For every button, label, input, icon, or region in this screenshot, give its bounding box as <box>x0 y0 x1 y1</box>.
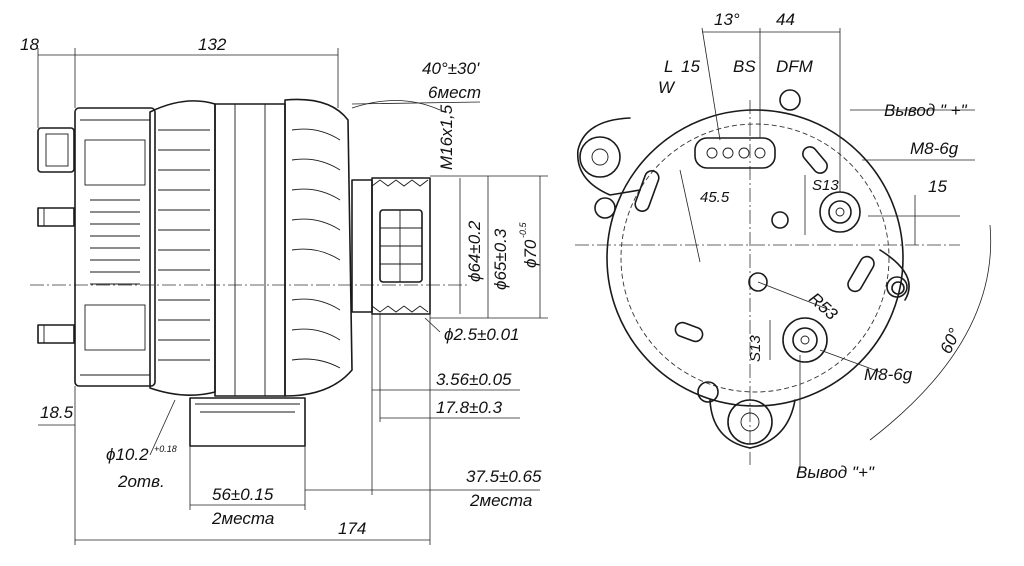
label-15-terminal: 15 <box>681 57 700 76</box>
dim-thread: M16x1,5 <box>437 104 456 170</box>
dim-37-5-note: 2места <box>469 491 532 510</box>
dim-17-8: 17.8±0.3 <box>436 398 503 417</box>
dim-d10-2: ϕ10.2 <box>106 445 149 464</box>
dim-d10-2-tolerance: +0.18 <box>154 444 177 454</box>
label-m8-top: M8-6g <box>910 139 959 158</box>
dim-d2-5: ϕ2.5±0.01 <box>444 325 520 344</box>
end-dimension-labels: 13° 44 L 15 W BS DFM Вывод " +" M8-6g S1… <box>658 10 968 482</box>
pulley <box>351 177 431 315</box>
front-housing <box>189 98 353 447</box>
label-DFM: DFM <box>776 57 814 76</box>
end-view: 13° 44 L 15 W BS DFM Вывод " +" M8-6g S1… <box>575 10 992 482</box>
dim-d64: ϕ64±0.2 <box>465 220 484 282</box>
side-view: 18 132 40°±30' 6мест M16x1,5 ϕ64±0.2 ϕ65… <box>20 35 548 545</box>
dim-37-5: 37.5±0.65 <box>466 467 542 486</box>
label-angle-60: 60° <box>936 325 964 357</box>
terminal-top <box>819 191 861 233</box>
dim-56: 56±0.15 <box>212 485 274 504</box>
label-L: L <box>664 57 673 76</box>
label-15-offset: 15 <box>928 177 947 196</box>
label-44: 44 <box>776 10 795 29</box>
dim-174: 174 <box>338 519 366 538</box>
label-s13-top: S13 <box>812 177 839 194</box>
label-output-bottom: Вывод "+" <box>796 463 875 482</box>
dim-56-note: 2места <box>211 509 274 528</box>
end-connector <box>694 137 776 169</box>
dim-132: 132 <box>198 35 227 54</box>
dim-angle: 40°±30' <box>422 59 480 78</box>
end-housing <box>577 89 910 449</box>
rear-cover <box>74 107 156 387</box>
dim-d70: ϕ70 <box>521 239 540 268</box>
label-m8-bottom: M8-6g <box>864 365 913 384</box>
dim-18-5: 18.5 <box>40 403 74 422</box>
dim-d65: ϕ65±0.3 <box>491 228 510 290</box>
end-slots <box>634 146 875 343</box>
dim-d10-2-note: 2отв. <box>117 472 165 491</box>
label-W: W <box>658 78 676 97</box>
label-output-top: Вывод " +" <box>884 101 968 120</box>
stator <box>214 103 286 397</box>
label-s13-bottom: S13 <box>747 335 764 362</box>
end-dimension-lines <box>679 27 992 470</box>
dim-18: 18 <box>20 35 39 54</box>
label-angle-13: 13° <box>714 10 740 29</box>
label-BS: BS <box>733 57 756 76</box>
rear-connector <box>37 127 75 344</box>
rear-housing <box>149 100 216 396</box>
dim-3-56: 3.56±0.05 <box>436 370 512 389</box>
side-dimension-lines <box>37 48 548 545</box>
dim-d70-tolerance: -0.5 <box>518 221 528 238</box>
terminal-bottom <box>782 317 828 363</box>
dim-angle-count: 6мест <box>428 83 481 102</box>
label-45-5: 45.5 <box>700 189 730 206</box>
side-dimension-labels: 18 132 40°±30' 6мест M16x1,5 ϕ64±0.2 ϕ65… <box>20 35 542 538</box>
